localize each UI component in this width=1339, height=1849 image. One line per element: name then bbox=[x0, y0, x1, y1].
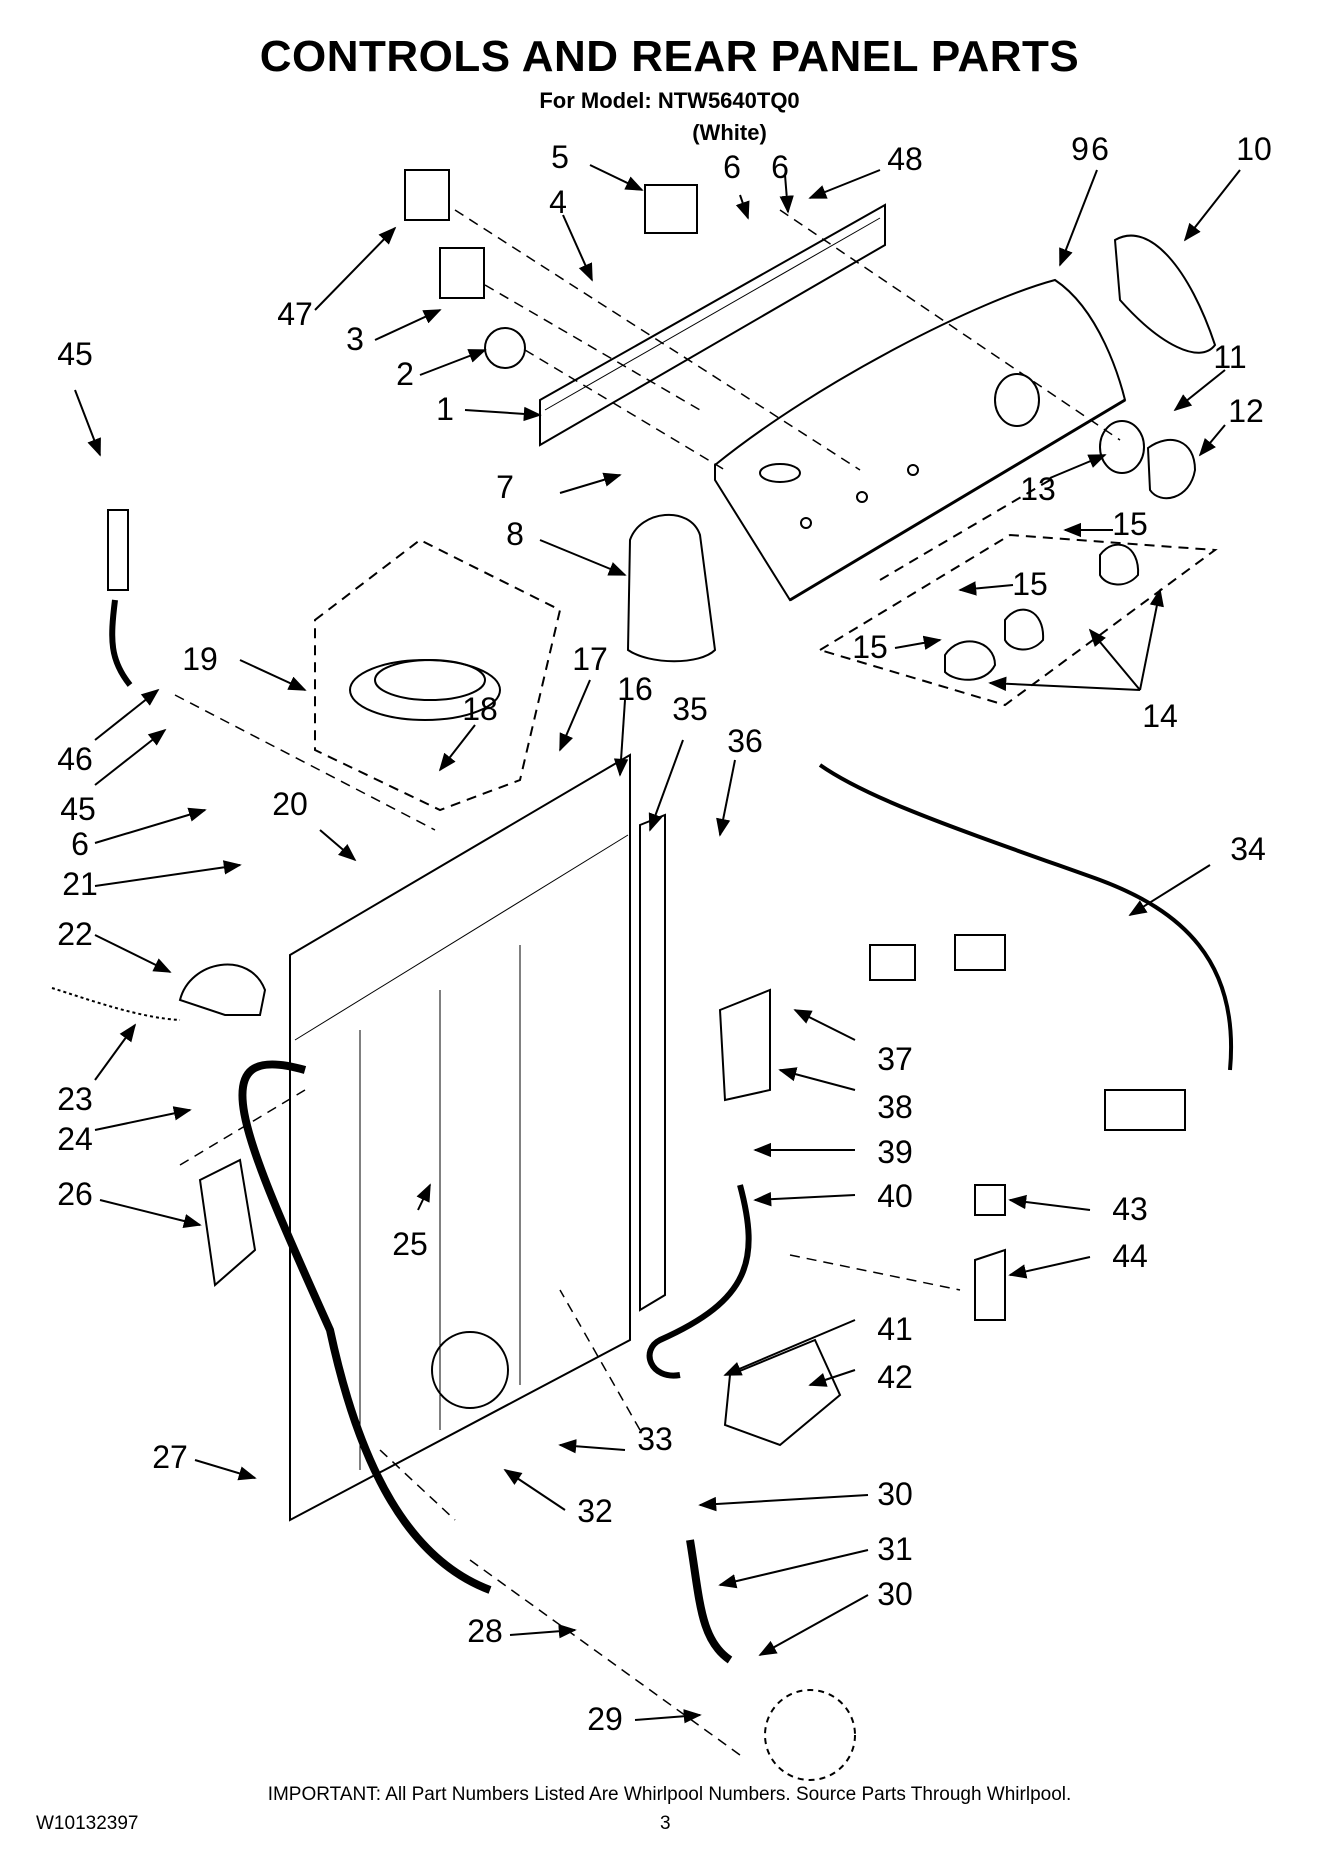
inlet-hose-fitting bbox=[107, 509, 129, 591]
side-rail bbox=[639, 813, 666, 1312]
callout-40: 40 bbox=[877, 1178, 913, 1214]
callout-23: 23 bbox=[57, 1081, 93, 1117]
callout-27: 27 bbox=[152, 1439, 188, 1475]
inlet-hose-tube bbox=[109, 599, 133, 687]
callout-11: 11 bbox=[1213, 339, 1246, 375]
knob bbox=[944, 640, 997, 681]
callout-41: 41 bbox=[877, 1311, 913, 1347]
callout-8: 8 bbox=[506, 516, 524, 552]
callout-22: 22 bbox=[57, 916, 93, 952]
knob bbox=[1004, 608, 1045, 651]
capacitor bbox=[974, 1184, 1006, 1216]
drain-pump-hose bbox=[686, 1539, 733, 1664]
part-drawings bbox=[51, 169, 1234, 1781]
bracket-26 bbox=[198, 1158, 257, 1287]
pressure-switch bbox=[484, 327, 526, 369]
callout-33: 33 bbox=[637, 1421, 673, 1457]
model-line: For Model: NTW5640TQ0 bbox=[539, 88, 800, 113]
callout-4: 4 bbox=[549, 184, 567, 220]
page-title: CONTROLS AND REAR PANEL PARTS bbox=[259, 32, 1080, 81]
important-note: IMPORTANT: All Part Numbers Listed Are W… bbox=[267, 1784, 1072, 1805]
callout-45: 45 bbox=[60, 791, 96, 827]
console bbox=[714, 278, 1127, 602]
callout-18: 18 bbox=[462, 691, 498, 727]
wire-harness bbox=[818, 763, 1234, 1071]
pump-opening bbox=[431, 1331, 509, 1409]
color-line: (White) bbox=[692, 120, 767, 145]
callout-20: 20 bbox=[272, 786, 308, 822]
callout-5: 5 bbox=[551, 139, 569, 175]
callout-26: 26 bbox=[57, 1176, 93, 1212]
callout-17: 17 bbox=[572, 641, 608, 677]
knob bbox=[1146, 439, 1197, 500]
control-panel-bracket bbox=[539, 203, 886, 447]
callout-38: 38 bbox=[877, 1089, 913, 1125]
inlet-valve bbox=[974, 1248, 1006, 1321]
callout-15: 15 bbox=[1012, 566, 1048, 602]
callout-13: 13 bbox=[1020, 471, 1056, 507]
page-number: 3 bbox=[660, 1813, 671, 1834]
callout-42: 42 bbox=[877, 1359, 913, 1395]
callout-7: 7 bbox=[496, 469, 514, 505]
knob bbox=[1099, 543, 1140, 586]
callout-3: 3 bbox=[346, 321, 364, 357]
water-valve bbox=[718, 988, 771, 1102]
drain-hose bbox=[238, 1060, 492, 1594]
callout-14: 14 bbox=[1142, 698, 1178, 734]
cover bbox=[626, 513, 717, 663]
callout-37: 37 bbox=[877, 1041, 913, 1077]
callout-2: 2 bbox=[396, 356, 414, 392]
callout-10: 10 bbox=[1236, 131, 1272, 167]
callout-9: 9 bbox=[1071, 131, 1089, 167]
bracket bbox=[723, 1338, 842, 1447]
callout-30: 30 bbox=[877, 1576, 913, 1612]
inlet-hose bbox=[646, 1184, 752, 1379]
callout-6: 6 bbox=[71, 826, 89, 862]
callout-43: 43 bbox=[1112, 1191, 1148, 1227]
callout-36: 36 bbox=[727, 723, 763, 759]
callout-19: 19 bbox=[182, 641, 218, 677]
callout-24: 24 bbox=[57, 1121, 93, 1157]
callout-31: 31 bbox=[877, 1531, 913, 1567]
end-cap bbox=[1113, 234, 1217, 354]
callout-12: 12 bbox=[1228, 393, 1264, 429]
callout-1: 1 bbox=[436, 391, 454, 427]
console-dial bbox=[994, 373, 1040, 427]
callout-21: 21 bbox=[62, 866, 98, 902]
callout-16: 16 bbox=[617, 671, 653, 707]
callout-6: 6 bbox=[723, 149, 741, 185]
callout-6: 6 bbox=[771, 149, 789, 185]
switch bbox=[404, 169, 450, 221]
callout-25: 25 bbox=[392, 1226, 428, 1262]
pump-outline bbox=[764, 1689, 856, 1781]
callout-28: 28 bbox=[467, 1613, 503, 1649]
callout-6: 6 bbox=[1091, 131, 1109, 167]
callout-46: 46 bbox=[57, 741, 93, 777]
timer bbox=[644, 184, 698, 234]
callout-47: 47 bbox=[277, 296, 313, 332]
callout-45: 45 bbox=[57, 336, 93, 372]
callout-29: 29 bbox=[587, 1701, 623, 1737]
knob bbox=[1099, 420, 1145, 474]
callout-32: 32 bbox=[577, 1493, 613, 1529]
document-number: W10132397 bbox=[36, 1813, 139, 1834]
callout-44: 44 bbox=[1112, 1238, 1148, 1274]
callout-34: 34 bbox=[1230, 831, 1266, 867]
callout-30: 30 bbox=[877, 1476, 913, 1512]
callout-48: 48 bbox=[887, 141, 923, 177]
projection-lines bbox=[174, 209, 1121, 1756]
callout-15: 15 bbox=[1112, 506, 1148, 542]
beaded-strap bbox=[51, 987, 181, 1021]
leader-arrows bbox=[74, 164, 1241, 1724]
callout-39: 39 bbox=[877, 1134, 913, 1170]
callout-15: 15 bbox=[852, 629, 888, 665]
callout-35: 35 bbox=[672, 691, 708, 727]
hose-clip bbox=[178, 963, 267, 1016]
switch bbox=[439, 247, 485, 299]
rear-panel bbox=[289, 753, 631, 1522]
